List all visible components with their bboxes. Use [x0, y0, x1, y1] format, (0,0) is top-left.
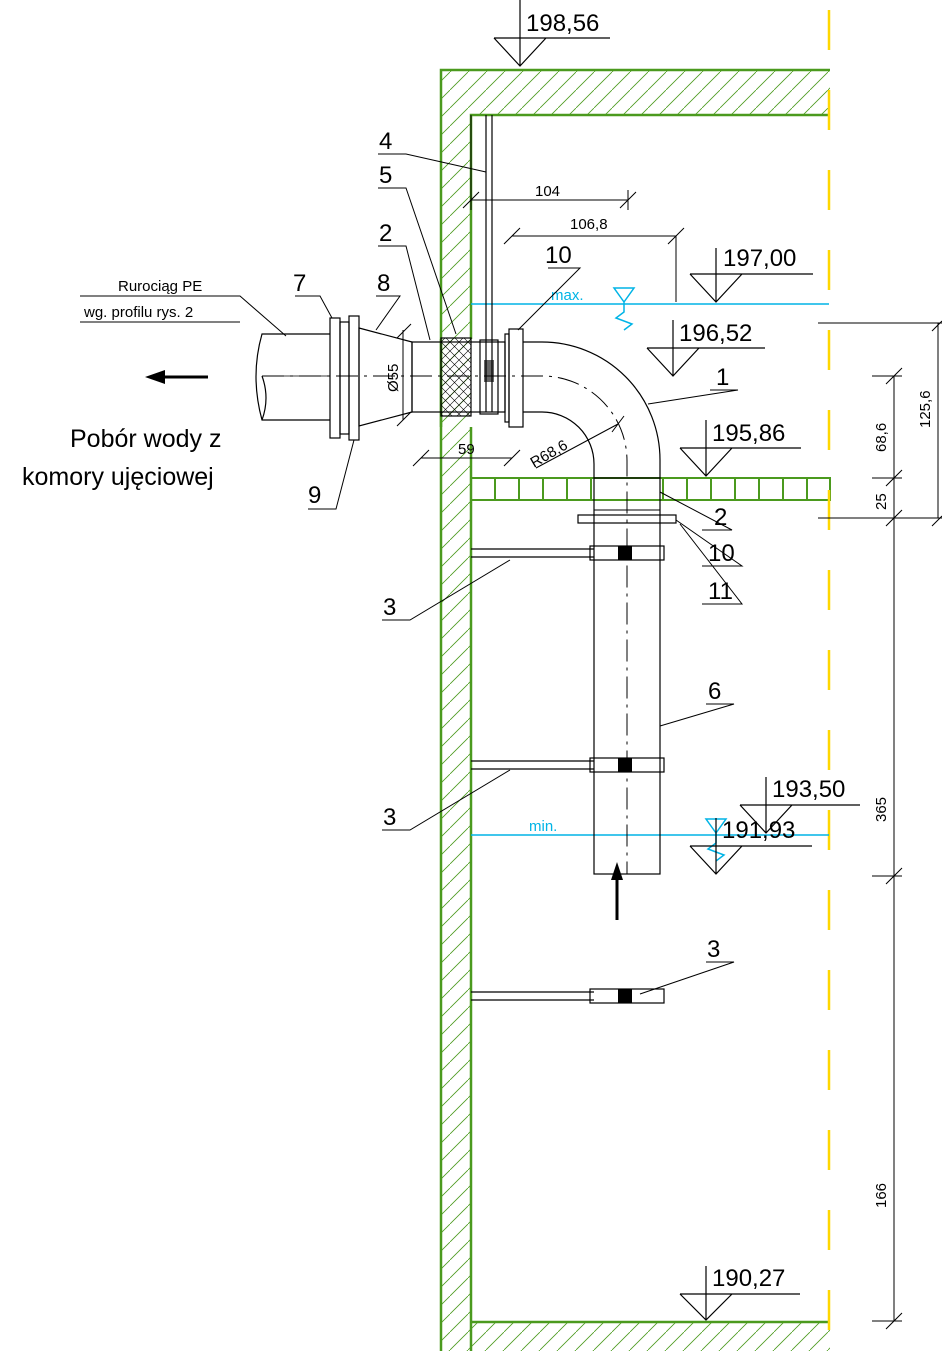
dim-59: 59: [458, 441, 475, 458]
top-slab: [441, 70, 830, 115]
bracket-top: [471, 545, 665, 561]
elevation-slab: 195,86: [712, 420, 785, 447]
part-label-8: 8: [377, 270, 390, 297]
part-label-7: 7: [293, 270, 306, 297]
flow-arrows: [145, 370, 623, 920]
part-label-6: 6: [708, 678, 721, 705]
outflow-arrow-icon: [145, 370, 165, 384]
support-plate-11: [577, 514, 677, 524]
max-water-symbol: [612, 287, 636, 331]
dim-radius: R68,6: [528, 437, 571, 472]
dim-166: 166: [873, 1183, 890, 1208]
elevation-top: 198,56: [526, 10, 599, 37]
wall-outline: [439, 68, 830, 1351]
part-label-3-middle: 3: [383, 804, 396, 831]
hanger-4: [479, 115, 499, 415]
part-label-3-upper: 3: [383, 594, 396, 621]
part-label-1: 1: [716, 364, 729, 391]
pe-pipeline: [255, 333, 330, 421]
bracket-bottom: [471, 988, 665, 1004]
elevation-markers: [493, 0, 860, 1321]
flow-caption-line2: komory ujęciowej: [22, 463, 214, 491]
pipeline-note-line1: Rurociąg PE: [118, 278, 202, 295]
dim-68-6: 68,6: [873, 423, 890, 452]
elevation-pipe-axis: 196,52: [679, 320, 752, 347]
dim-106-8: 106,8: [570, 216, 608, 233]
part-label-10-bottom: 10: [708, 540, 735, 567]
flange-9: [348, 315, 360, 441]
part-label-4: 4: [379, 128, 392, 155]
part-label-3-lower: 3: [707, 936, 720, 963]
dim-104: 104: [535, 183, 560, 200]
bracket-middle: [471, 757, 665, 773]
dim-365: 365: [873, 797, 890, 822]
bottom-slab: [441, 1322, 830, 1351]
part-leaders: [80, 153, 744, 995]
dim-diameter: Ø55: [385, 364, 402, 392]
flange-7: [329, 317, 341, 439]
elbow-1: [523, 341, 661, 478]
part-label-5: 5: [379, 162, 392, 189]
elevation-pipe-bottom: 191,93: [722, 817, 795, 844]
part-label-10-top: 10: [545, 242, 572, 269]
dim-125-6: 125,6: [917, 390, 934, 428]
dim-25: 25: [873, 493, 890, 510]
elevation-max-water: 197,00: [723, 245, 796, 272]
part-label-9: 9: [308, 482, 321, 509]
part-label-11: 11: [708, 578, 733, 605]
part-label-2-top: 2: [379, 220, 392, 247]
flow-caption-line1: Pobór wody z: [70, 425, 221, 453]
chamber-structure: [439, 68, 831, 1351]
flange-10-horizontal: [508, 328, 524, 428]
water-levels: max. min.: [471, 287, 829, 862]
elevation-floor: 190,27: [712, 1265, 785, 1292]
dimension-lines: [396, 115, 942, 1330]
upflow-arrow-icon: [611, 862, 623, 880]
pipe-centerlines: [262, 375, 628, 874]
grating-slab: [470, 477, 831, 501]
left-wall: [441, 115, 471, 1322]
pipeline-note-line2: wg. profilu rys. 2: [83, 304, 193, 321]
part-label-2-bottom: 2: [714, 504, 727, 531]
max-water-label: max.: [551, 287, 584, 304]
pipe-brackets: [471, 545, 665, 1004]
min-water-label: min.: [529, 818, 557, 835]
elevation-min-water: 193,50: [772, 776, 845, 803]
wall-seal-5: [440, 337, 472, 417]
